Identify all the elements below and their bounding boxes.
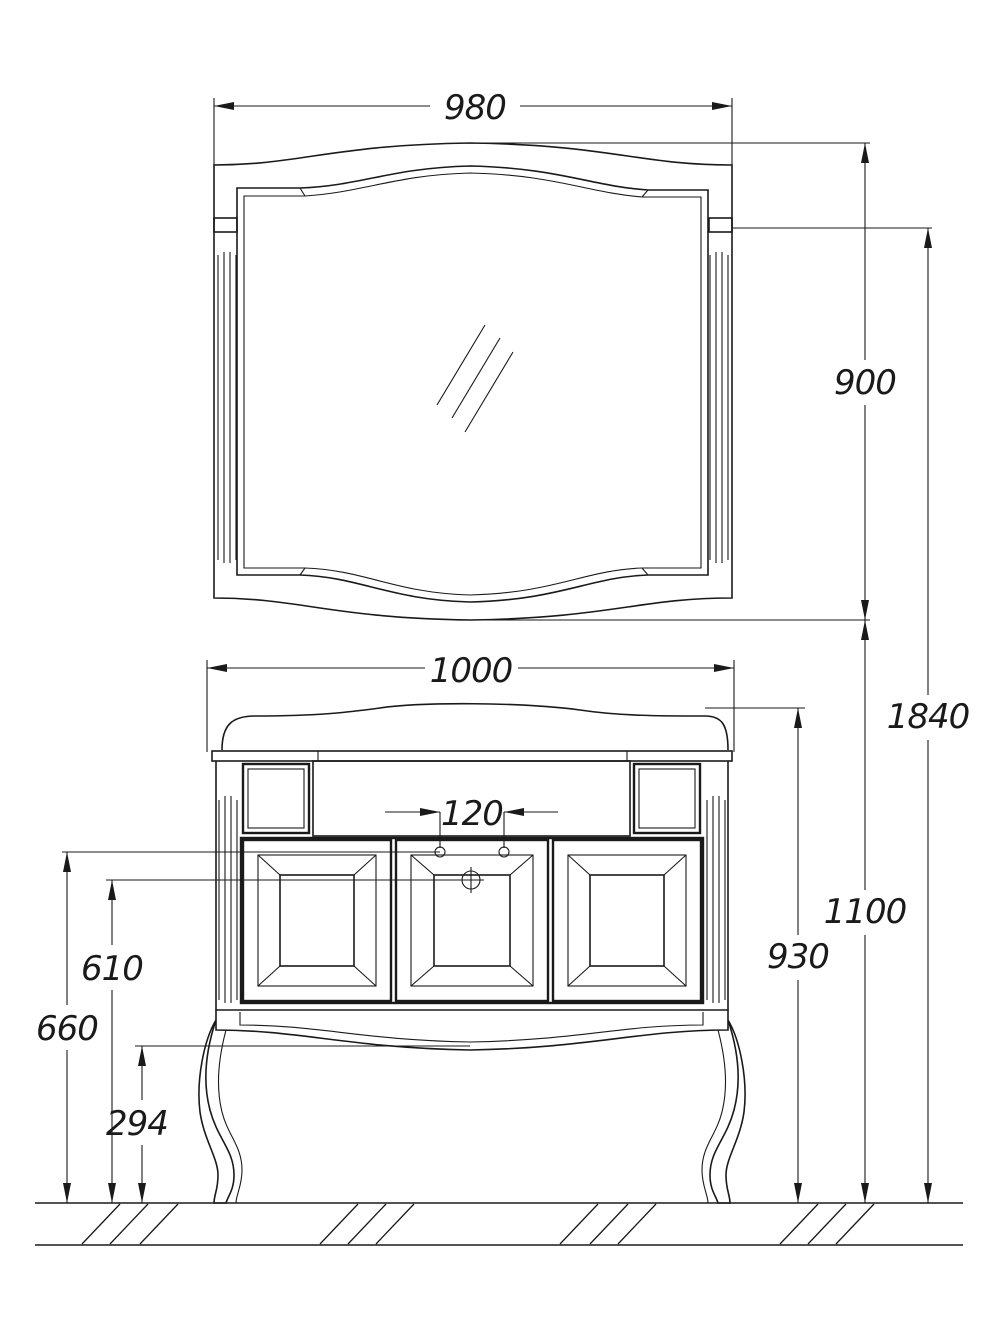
dim-label-980: 980 bbox=[444, 88, 506, 128]
mirror-right-flutes bbox=[709, 252, 729, 563]
mirror-left-flutes bbox=[217, 252, 237, 563]
vanity-cabinet bbox=[198, 702, 746, 1204]
dim-inlet-height: 660 bbox=[36, 851, 440, 1203]
dim-total-height: 1840 bbox=[732, 227, 970, 1203]
dim-cabinet-width: 1000 bbox=[206, 651, 735, 752]
dim-label-610: 610 bbox=[81, 949, 143, 989]
dim-drain-height: 610 bbox=[81, 879, 471, 1203]
dim-tap-spacing: 120 bbox=[385, 794, 558, 848]
dim-label-930: 930 bbox=[767, 937, 829, 977]
dim-label-660: 660 bbox=[36, 1009, 98, 1049]
mirror bbox=[213, 142, 733, 621]
cabinet-left-flutes bbox=[218, 796, 238, 1003]
floor-ground-hatch bbox=[35, 1202, 963, 1246]
cabinet-door-center bbox=[394, 838, 550, 1003]
cabinet-door-left bbox=[241, 838, 393, 1003]
mirror-glare-icon bbox=[436, 324, 514, 433]
dim-label-1100: 1100 bbox=[824, 892, 907, 932]
dim-cabinet-height: 930 bbox=[705, 707, 830, 1203]
dim-label-900: 900 bbox=[834, 363, 896, 403]
dim-mirror-width: 980 bbox=[213, 88, 733, 165]
cabinet-right-flutes bbox=[706, 796, 726, 1003]
dim-mirror-height: 900 bbox=[470, 142, 897, 621]
cabinet-door-right bbox=[551, 838, 703, 1003]
dim-mirror-bottom-height: 1100 bbox=[824, 620, 907, 1203]
cabinet-leg-left bbox=[198, 1019, 243, 1204]
dim-label-1840: 1840 bbox=[887, 697, 970, 737]
dim-label-1000: 1000 bbox=[430, 651, 513, 691]
dim-floor-clearance: 294 bbox=[106, 1045, 470, 1203]
dim-label-120: 120 bbox=[441, 794, 503, 834]
dim-label-294: 294 bbox=[106, 1104, 168, 1144]
cabinet-leg-right bbox=[701, 1019, 746, 1204]
